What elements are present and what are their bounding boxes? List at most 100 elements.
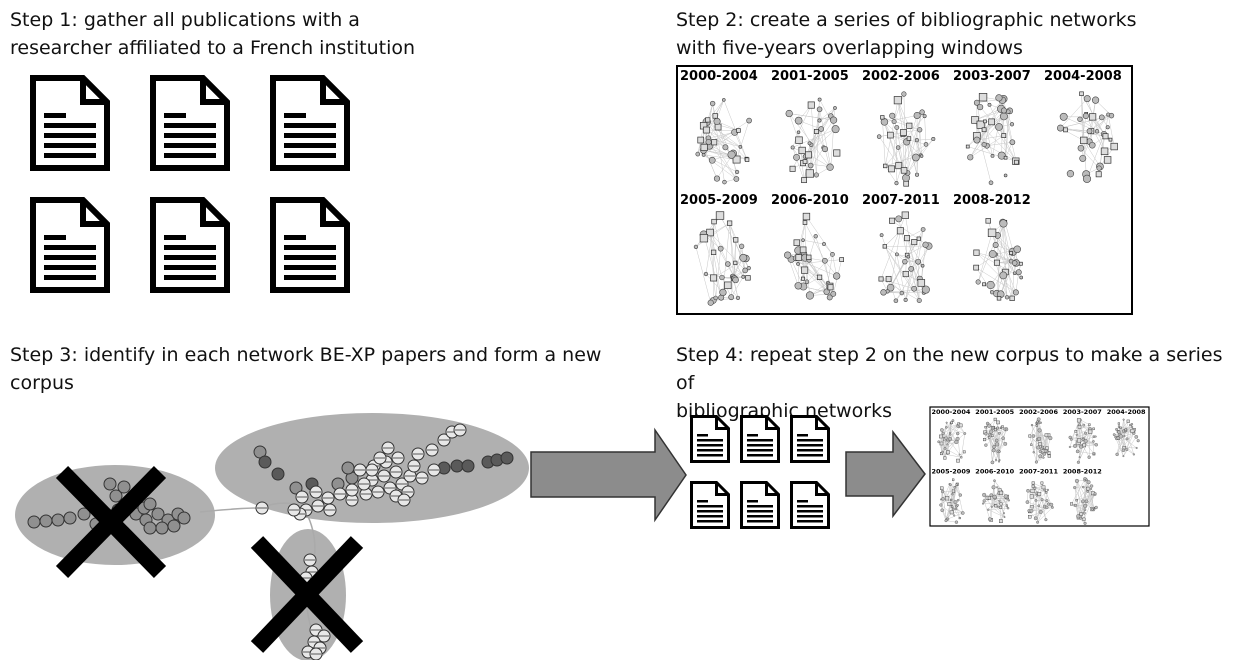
- network-node: [894, 125, 900, 130]
- network-node: [985, 218, 991, 224]
- network-node: [951, 419, 955, 422]
- network-edge: [941, 423, 959, 431]
- network-node: [715, 211, 725, 220]
- network-node: [1088, 429, 1093, 434]
- network-node: [822, 257, 828, 264]
- network-edge: [986, 141, 1013, 146]
- network-node: [994, 458, 997, 461]
- network-node: [719, 274, 725, 281]
- network-node: [960, 511, 965, 515]
- network-node: [1079, 512, 1083, 516]
- network-edge: [943, 423, 959, 434]
- network-edge: [1029, 511, 1041, 517]
- network-node: [735, 295, 741, 300]
- document-icon: [690, 481, 730, 529]
- network-node: [1037, 492, 1042, 496]
- network-node: [1030, 488, 1035, 493]
- network-edge: [896, 254, 906, 300]
- network-node: [976, 120, 985, 129]
- network-node: [901, 211, 909, 219]
- network-edge: [729, 223, 734, 279]
- network-node: [1006, 109, 1011, 114]
- network-node: [943, 456, 947, 460]
- network-edge: [905, 112, 923, 178]
- network-node: [998, 459, 1001, 461]
- network-node: [906, 136, 912, 141]
- network-node: [1018, 261, 1023, 266]
- network-node: [880, 115, 885, 120]
- network-node: [999, 219, 1008, 228]
- network-node: [998, 450, 1001, 453]
- window-label: 2000-2004: [680, 69, 758, 84]
- network-node: [1074, 503, 1078, 507]
- network-edge: [715, 248, 721, 298]
- network-edge: [1031, 492, 1047, 507]
- network-edge: [1032, 490, 1049, 505]
- network-edge: [946, 484, 958, 520]
- network-node: [155, 521, 169, 535]
- network-node: [1086, 128, 1093, 135]
- document-icon: [273, 78, 347, 168]
- network-node: [995, 123, 1003, 131]
- network-node: [271, 467, 285, 481]
- network-node: [973, 99, 980, 106]
- network-node: [693, 244, 699, 250]
- network-node: [1126, 419, 1130, 423]
- network-edge: [1011, 263, 1015, 299]
- network-node: [953, 500, 958, 504]
- network-node: [1094, 435, 1097, 438]
- network-node: [1093, 492, 1097, 496]
- network-node: [988, 180, 994, 186]
- network-node: [722, 98, 726, 102]
- network-edge: [897, 100, 904, 135]
- network-edge: [729, 223, 746, 271]
- network-node: [973, 264, 979, 271]
- network-edge: [976, 252, 1017, 293]
- network-edge: [1099, 114, 1109, 167]
- network-node: [987, 228, 997, 237]
- network-node: [908, 266, 915, 272]
- network-node: [1044, 491, 1048, 494]
- window-label: 2008-2012: [953, 193, 1031, 208]
- network-node: [793, 239, 801, 246]
- network-node: [1089, 141, 1096, 149]
- window-label: 2002-2006: [862, 69, 940, 84]
- network-node: [988, 433, 991, 436]
- network-node: [167, 519, 181, 533]
- network-node: [1009, 295, 1015, 301]
- network-node: [876, 134, 882, 139]
- network-node: [1106, 112, 1111, 117]
- network-edge: [988, 507, 1009, 510]
- network-edge: [1123, 419, 1127, 430]
- network-edge: [916, 138, 934, 141]
- network-node: [1044, 518, 1048, 522]
- network-node: [1093, 508, 1096, 511]
- network-node: [1019, 275, 1024, 280]
- network-node: [823, 288, 830, 295]
- network-edge: [1123, 436, 1137, 457]
- network-node: [1077, 144, 1085, 152]
- network-node: [895, 145, 901, 150]
- network-node: [904, 235, 911, 242]
- document-icon: [740, 481, 780, 529]
- network-node: [710, 249, 717, 255]
- network-node: [1082, 511, 1086, 515]
- network-node: [911, 285, 918, 292]
- window-label: 2003-2007: [953, 69, 1031, 84]
- network-edge: [1084, 493, 1096, 510]
- network-node: [900, 129, 907, 136]
- network-node: [992, 494, 997, 499]
- network-node: [915, 258, 922, 265]
- network-node: [1063, 127, 1068, 133]
- network-node: [802, 159, 808, 164]
- network-edge: [729, 223, 736, 280]
- window-label: 2005-2009: [932, 468, 971, 476]
- network-node: [986, 280, 995, 290]
- network-edge: [798, 259, 842, 265]
- network-node: [973, 136, 981, 144]
- network-edge: [1107, 114, 1115, 147]
- network-node: [943, 447, 947, 450]
- network-node: [1009, 122, 1015, 127]
- network-edge: [798, 257, 827, 292]
- document-icon: [790, 481, 830, 529]
